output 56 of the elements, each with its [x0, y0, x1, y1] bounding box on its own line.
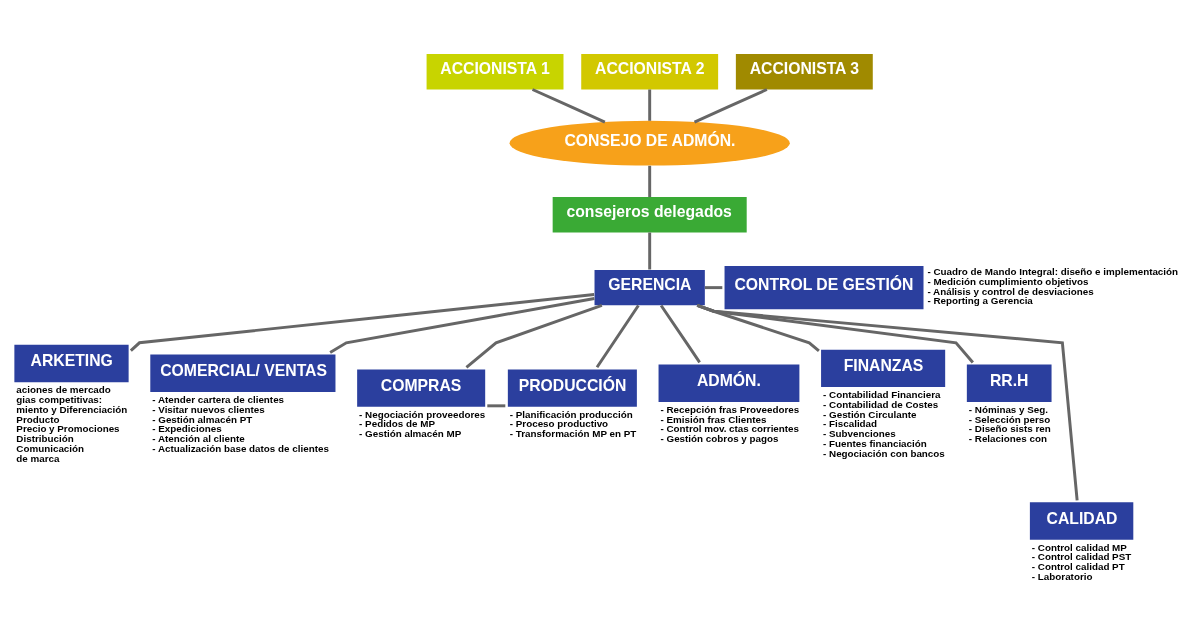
node-label: - Gestión cobros y pagos	[660, 432, 779, 444]
node-box: COMERCIAL/ VENTAS	[150, 354, 336, 392]
node-label: - Actualización base datos de clientes	[152, 442, 329, 454]
node-box: ARKETING	[14, 344, 129, 382]
node-label: - Fiscalidad	[823, 417, 878, 429]
node-label: - Relaciones con	[968, 432, 1047, 444]
connector	[465, 303, 603, 368]
node-label: aciones de mercado	[16, 383, 111, 395]
node-label: gias competitivas:	[16, 393, 103, 405]
node-label: - Expediciones	[152, 422, 222, 434]
node-box: FINANZAS	[821, 349, 946, 387]
connector	[129, 292, 595, 352]
node-label: - Recepción fras Proveedores	[660, 403, 800, 415]
node-box: CALIDAD	[1029, 501, 1134, 540]
node-box: COMPRAS	[357, 368, 486, 407]
connector	[648, 165, 652, 197]
node-label: - Laboratorio	[1031, 570, 1093, 582]
connector	[595, 304, 640, 368]
node-box: consejeros delegados	[552, 196, 747, 232]
node-box: CONTROL DE GESTIÓN	[724, 265, 924, 309]
node-label: - Control mov. ctas corrientes	[660, 422, 800, 434]
node-label: - Contabilidad Financiera	[823, 388, 941, 400]
node-label: - Nóminas y Seg.	[968, 403, 1049, 415]
node-box: ACCIONISTA 2	[581, 53, 719, 89]
node-label: de marca	[16, 452, 60, 464]
node-label: - Control calidad PST	[1031, 550, 1132, 562]
node-label: Comunicación	[16, 442, 85, 454]
connector	[696, 303, 1079, 500]
node-label: - Atender cartera de clientes	[152, 393, 285, 405]
node-label: Precio y Promociones	[16, 422, 120, 434]
node-box: RR.H	[966, 363, 1052, 402]
connector	[704, 285, 723, 289]
node-ellipse: CONSEJO DE ADMÓN.	[509, 120, 790, 166]
connector	[693, 87, 768, 123]
node-box: PRODUCCIÓN	[507, 368, 637, 407]
node-label: - Fuentes financiación	[823, 437, 927, 449]
connector	[329, 296, 595, 354]
node-box: GERENCIA	[594, 269, 705, 305]
node-box: ACCIONISTA 3	[735, 53, 873, 89]
connector	[531, 87, 606, 123]
node-label: - Gestión almacén PT	[152, 413, 253, 425]
node-label: - Control calidad MP	[1031, 541, 1127, 553]
connector	[487, 403, 506, 407]
node-label: - Control calidad PT	[1031, 560, 1125, 572]
node-label: - Gestión Circulante	[823, 408, 917, 420]
node-label: - Negociación con bancos	[823, 447, 945, 459]
node-box: ACCIONISTA 1	[426, 53, 564, 89]
node-label: - Subvenciones	[823, 427, 896, 439]
node-label: - Contabilidad de Costes	[823, 398, 939, 410]
node-label: - Visitar nuevos clientes	[152, 403, 265, 415]
node-label: - Gestión almacén MP	[359, 427, 462, 439]
connector	[648, 89, 652, 121]
node-box: ADMÓN.	[658, 363, 800, 402]
node-label: - Cuadro de Mando Integral: diseño e implementación	[927, 265, 1179, 277]
connector	[659, 304, 701, 363]
connector	[648, 232, 652, 269]
